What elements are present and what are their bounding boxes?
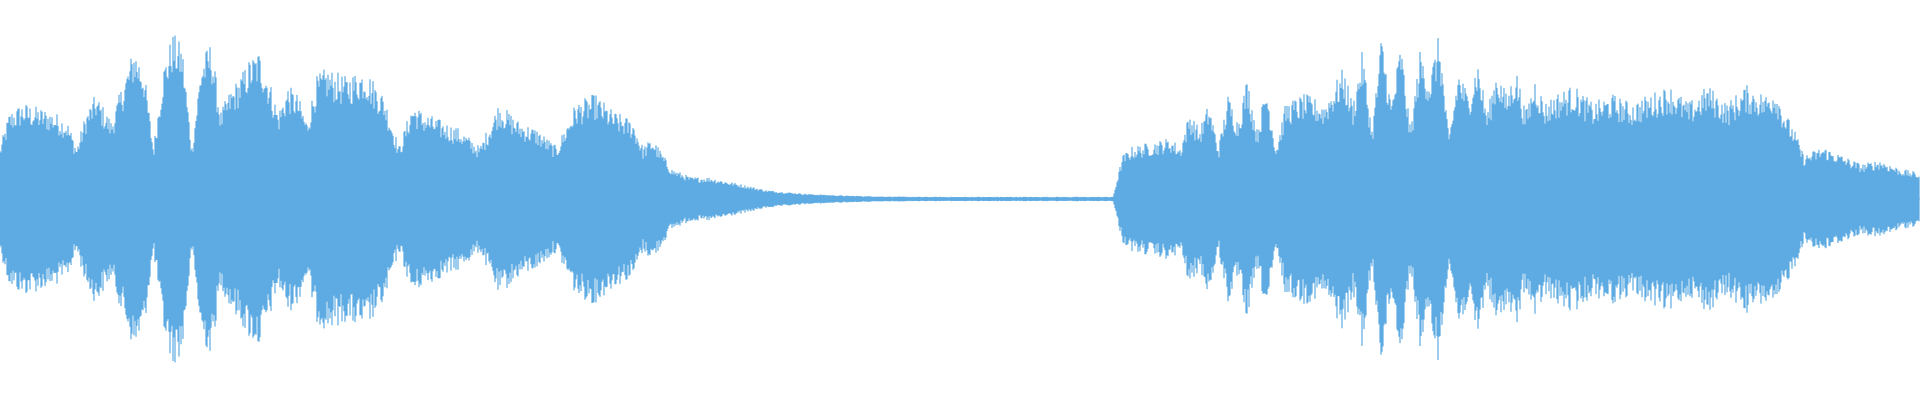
audio-waveform[interactable] (0, 0, 1920, 400)
waveform-canvas[interactable] (0, 0, 1920, 400)
